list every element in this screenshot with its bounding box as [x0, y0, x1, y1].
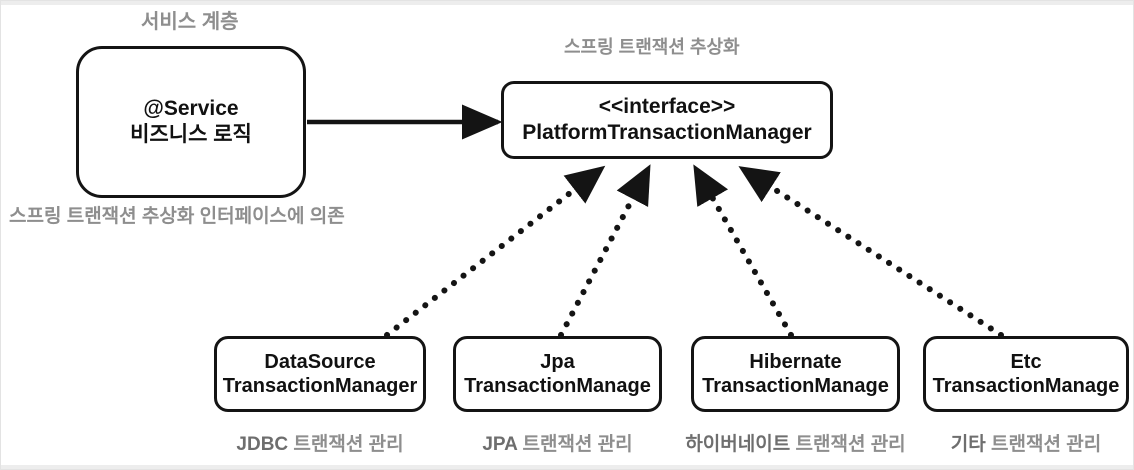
caption-etc-strong: 기타 [950, 434, 986, 455]
edge-datasource-implements [384, 165, 606, 338]
node-hibernate-line2: TransactionManage [702, 375, 889, 397]
node-service-description: 비즈니스 로직 [130, 123, 252, 146]
caption-jdbc-rest: 트랜잭션 관리 [288, 434, 404, 455]
node-interface-stereotype: <<interface>> [598, 95, 736, 119]
caption-jpa-strong: JPA [482, 434, 518, 455]
caption-jdbc-strong: JDBC [236, 434, 289, 455]
node-interface-name: PlatformTransactionManager [522, 121, 812, 144]
node-etc-transaction-manager[interactable]: Etc TransactionManage [923, 336, 1129, 412]
edge-jpa-implements [558, 164, 651, 338]
caption-service-layer: 서비스 계층 [141, 11, 239, 33]
node-datasource-line1: DataSource [264, 350, 376, 373]
node-service[interactable]: @Service 비즈니스 로직 [76, 46, 306, 198]
caption-hibernate-strong: 하이버네이트 [685, 434, 791, 455]
caption-jpa-transaction-management: JPA 트랜잭션 관리 [453, 429, 662, 456]
caption-hibernate-transaction-management: 하이버네이트 트랜잭션 관리 [673, 429, 918, 456]
node-jpa-transaction-manager[interactable]: Jpa TransactionManage [453, 336, 662, 412]
node-datasource-transaction-manager[interactable]: DataSource TransactionManager [214, 336, 426, 412]
node-etc-line2: TransactionManage [932, 375, 1120, 397]
edge-hibernate-implements [693, 164, 794, 338]
caption-depends-on-abstraction: 스프링 트랜잭션 추상화 인터페이스에 의존 [9, 206, 345, 227]
node-datasource-line2: TransactionManager [222, 375, 418, 397]
caption-jpa-rest: 트랜잭션 관리 [517, 434, 633, 455]
node-service-annotation: @Service [143, 97, 239, 121]
caption-hibernate-rest: 트랜잭션 관리 [790, 434, 906, 455]
caption-jdbc-transaction-management: JDBC 트랜잭션 관리 [214, 429, 426, 456]
node-jpa-line1: Jpa [540, 350, 575, 373]
node-hibernate-line1: Hibernate [749, 350, 842, 373]
node-etc-line1: Etc [1010, 350, 1042, 373]
edge-etc-implements [738, 166, 1004, 338]
caption-etc-rest: 트랜잭션 관리 [985, 434, 1102, 455]
caption-etc-transaction-management: 기타 트랜잭션 관리 [923, 429, 1129, 456]
node-jpa-line2: TransactionManage [464, 375, 651, 397]
node-platform-transaction-manager[interactable]: <<interface>> PlatformTransactionManager [501, 81, 833, 159]
caption-spring-transaction-abstraction: 스프링 트랜잭션 추상화 [564, 37, 740, 57]
node-hibernate-transaction-manager[interactable]: Hibernate TransactionManage [691, 336, 900, 412]
